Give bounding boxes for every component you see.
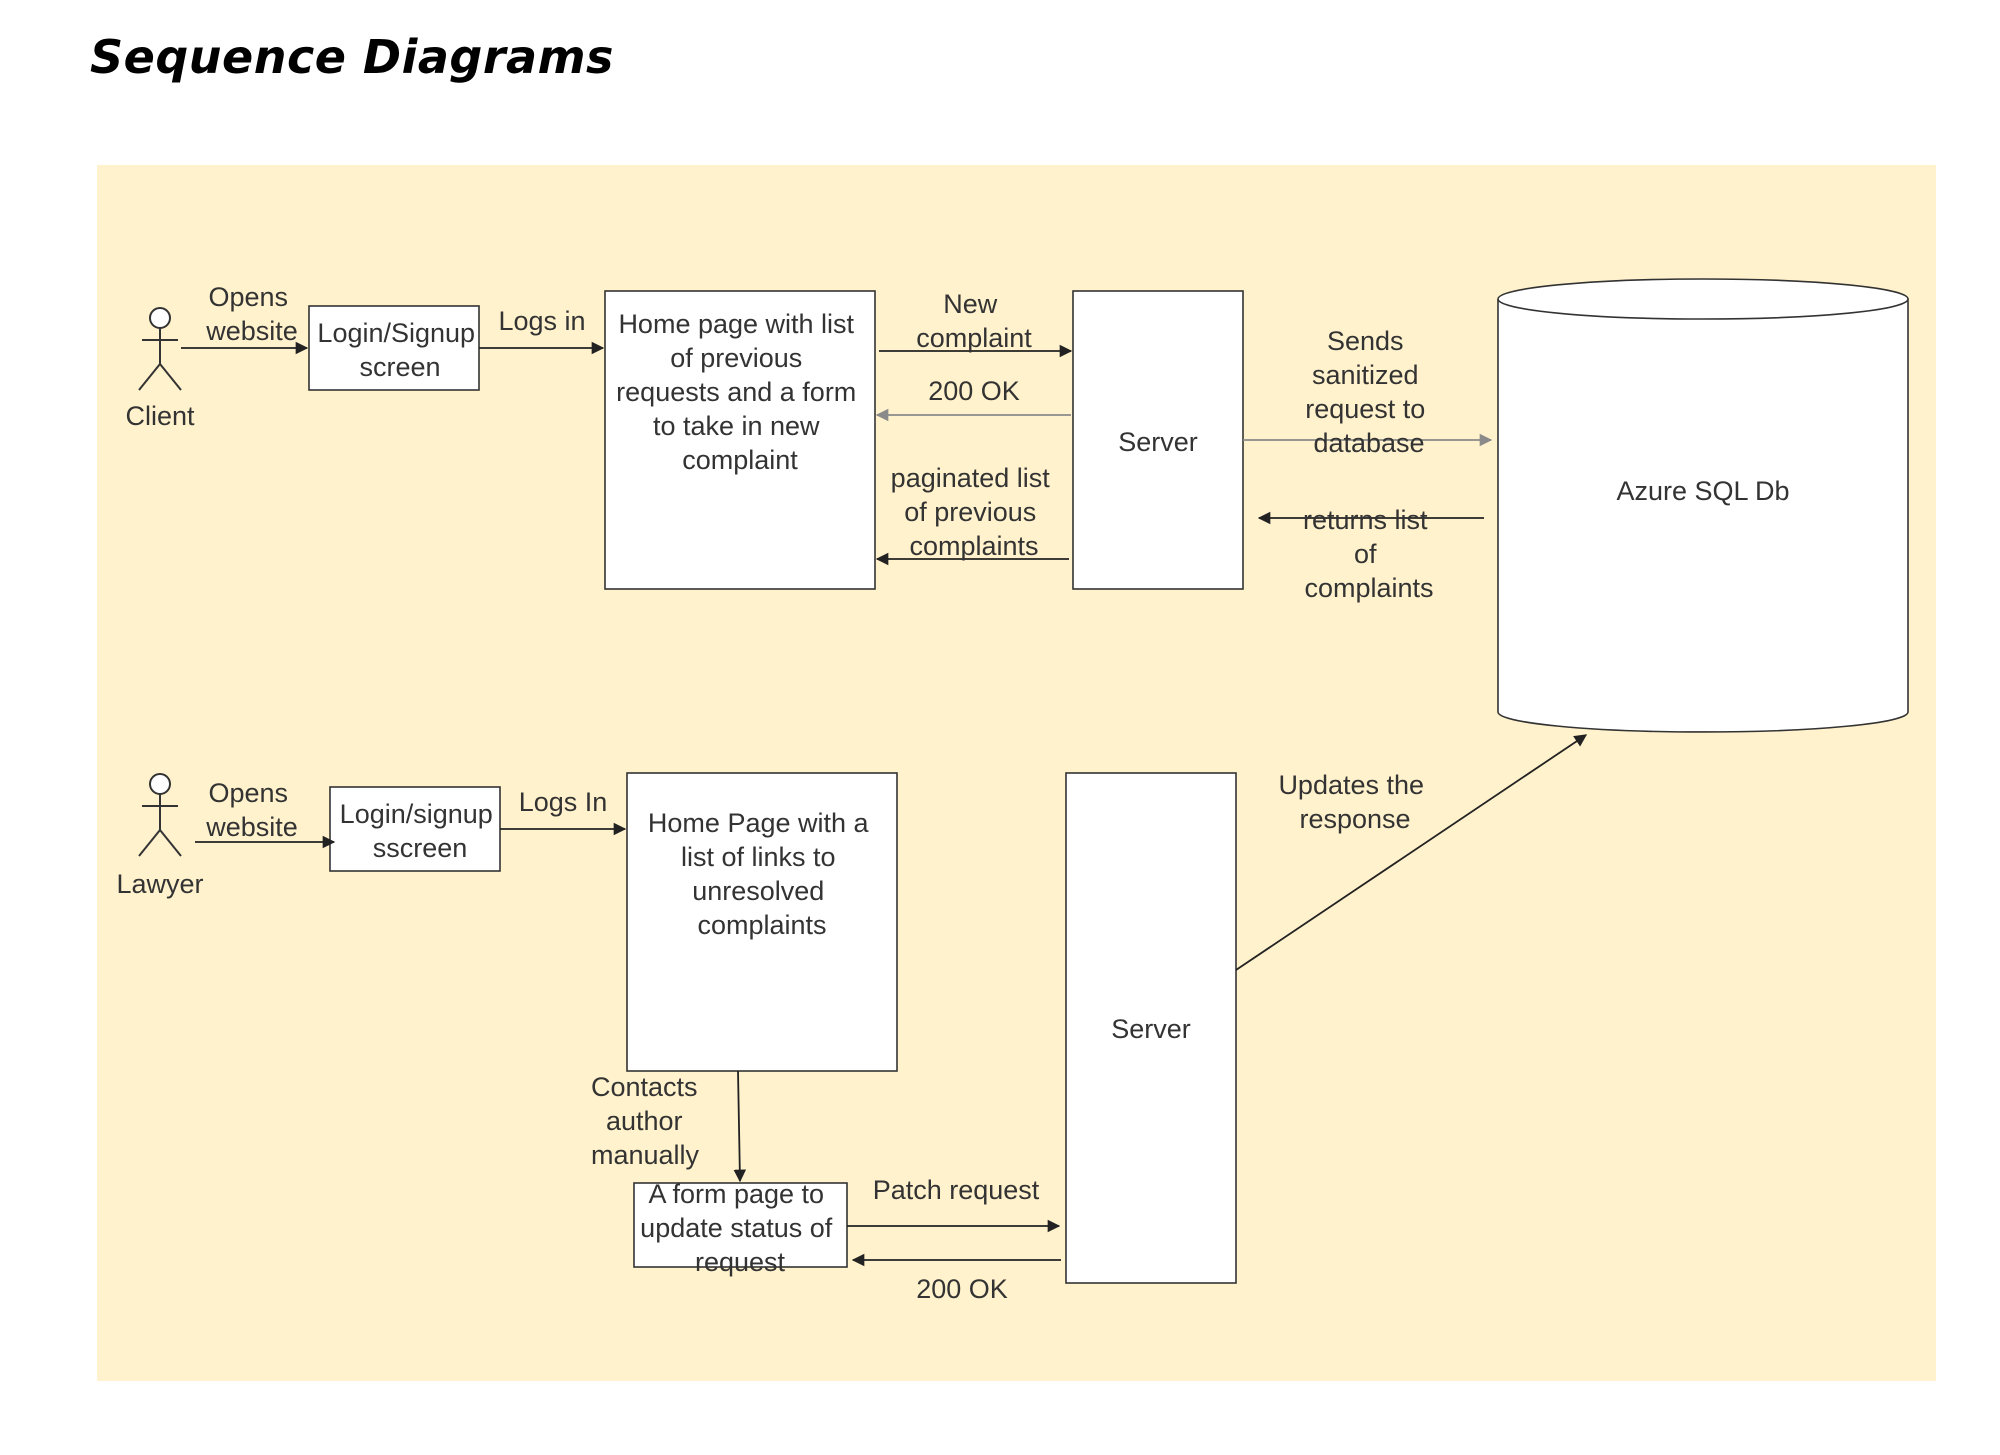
edge-label-returns-list: returns list of complaints [1303,505,1435,603]
lawyer-login-label: Login/signup sscreen [340,799,501,863]
edge-label-patch: Patch request [873,1175,1040,1205]
edge-label-client-logs-in: Logs in [498,306,585,336]
edge-label-sends-db: Sends sanitized request to database [1305,326,1433,458]
lawyer-home-label: Home Page with a list of links to unreso… [648,808,876,940]
edge-updates [1235,734,1588,971]
edge-label-ok-top: 200 OK [928,376,1020,406]
edge-contacts [733,1070,747,1183]
client-login-label: Login/Signup screen [317,318,482,382]
edge-label-ok-bottom: 200 OK [916,1274,1008,1304]
database-cylinder [1497,278,1909,733]
client-login-box [308,305,480,391]
lawyer-home-box [626,772,898,1072]
server-bottom-box [1065,772,1237,1284]
lawyer-actor-icon [138,773,182,857]
edge-label-lawyer-opens: Opens website [205,778,298,842]
page-title: Sequence Diagrams [90,30,614,84]
client-home-label: Home page with list of previous requests… [616,309,864,475]
edge-label-paginated: paginated list of previous complaints [891,463,1058,561]
edge-label-updates: Updates the response [1278,770,1431,834]
edge-label-lawyer-logs-in: Logs In [519,787,608,817]
client-home-box [604,290,876,590]
edge-label-contacts: Contacts author manually [591,1072,705,1170]
form-page-box [633,1182,848,1268]
lawyer-actor-label: Lawyer [116,869,203,899]
form-page-label: A form page to update status of request [640,1179,840,1277]
edge-label-new-complaint: New complaint [916,289,1032,353]
client-actor-icon [138,307,182,391]
server-top-label: Server [1118,427,1198,457]
server-bottom-label: Server [1111,1014,1191,1044]
edge-label-client-opens: Opens website [205,282,298,346]
database-label: Azure SQL Db [1616,476,1789,506]
server-top-box [1072,290,1244,590]
client-actor-label: Client [125,401,195,431]
